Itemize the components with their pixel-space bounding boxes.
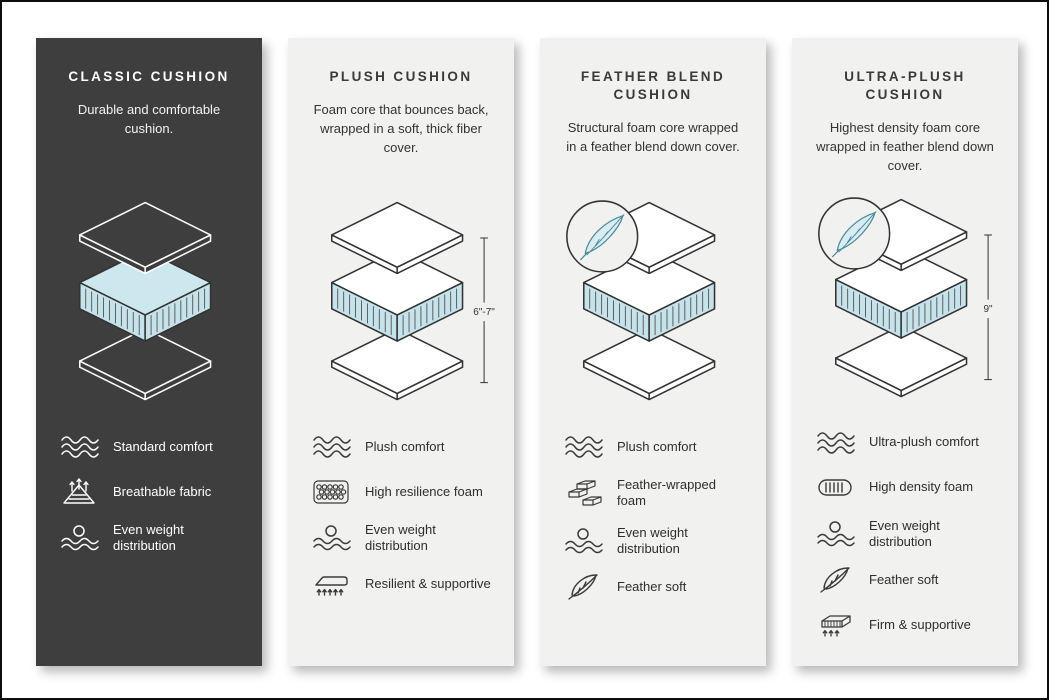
weight-distribution-icon bbox=[310, 523, 352, 553]
cushion-diagram bbox=[560, 182, 746, 414]
cushion-diagram: 9" bbox=[812, 181, 998, 410]
card-header: ULTRA-PLUSH CUSHION Highest density foam… bbox=[812, 68, 998, 181]
feature-label: Even weight distribution bbox=[617, 524, 688, 556]
feature-label: Even weight distribution bbox=[869, 517, 940, 549]
feature-label: Standard comfort bbox=[113, 438, 213, 454]
cushion-diagram: 6"-7" bbox=[308, 182, 495, 414]
feature-item: Feather soft bbox=[562, 572, 744, 602]
feather-badge-icon bbox=[566, 200, 639, 273]
feather-badge-icon bbox=[818, 197, 891, 270]
feature-item: Feather-wrapped foam bbox=[562, 477, 744, 510]
height-measurement-label: 9" bbox=[984, 304, 994, 315]
feature-item: Even weight distribution bbox=[310, 522, 492, 555]
card-description: Durable and comfortable cushion. bbox=[77, 102, 221, 137]
card-plush-cushion: PLUSH CUSHION Foam core that bounces bac… bbox=[288, 38, 514, 666]
feature-item: Even weight distribution bbox=[58, 522, 240, 555]
feature-label: Even weight distribution bbox=[365, 522, 436, 554]
card-description: Highest density foam core wrapped in fea… bbox=[816, 120, 994, 174]
breathable-fabric-icon bbox=[58, 477, 100, 507]
feature-item: Even weight distribution bbox=[562, 525, 744, 558]
waves-icon bbox=[814, 428, 856, 458]
card-description: Foam core that bounces back, wrapped in … bbox=[313, 102, 489, 155]
high-density-foam-icon bbox=[814, 473, 856, 503]
waves-icon bbox=[310, 432, 352, 462]
card-title: PLUSH CUSHION bbox=[329, 69, 473, 84]
cushion-layers-illustration bbox=[49, 190, 249, 406]
height-measure bbox=[984, 234, 992, 381]
feather-icon bbox=[562, 572, 604, 602]
weight-distribution-icon bbox=[562, 526, 604, 556]
card-header: FEATHER BLEND CUSHION Structural foam co… bbox=[560, 68, 746, 182]
feature-label: Feather-wrapped foam bbox=[617, 477, 716, 509]
feature-list: Plush comfort Feather-wrapped foam Even … bbox=[560, 432, 746, 602]
feature-label: Even weight distribution bbox=[113, 522, 184, 554]
cushion-diagram bbox=[56, 182, 242, 414]
waves-icon bbox=[58, 432, 100, 462]
feature-item: Firm & supportive bbox=[814, 610, 996, 640]
feature-item: Even weight distribution bbox=[814, 518, 996, 551]
feature-item: High resilience foam bbox=[310, 477, 492, 507]
feature-item: High density foam bbox=[814, 473, 996, 503]
height-measure bbox=[480, 237, 488, 384]
feature-label: Feather soft bbox=[617, 578, 687, 594]
resilient-icon bbox=[310, 570, 352, 600]
feature-item: Feather soft bbox=[814, 565, 996, 595]
cards-row: CLASSIC CUSHION Durable and comfortable … bbox=[36, 38, 1018, 666]
feature-item: Plush comfort bbox=[310, 432, 492, 462]
feature-item: Ultra-plush comfort bbox=[814, 428, 996, 458]
feature-label: Ultra-plush comfort bbox=[869, 434, 979, 450]
feature-label: Plush comfort bbox=[365, 438, 445, 454]
feature-label: Feather soft bbox=[869, 571, 939, 587]
feature-list: Standard comfort Breathable fabric Even … bbox=[56, 432, 242, 555]
feature-item: Breathable fabric bbox=[58, 477, 240, 507]
cushion-layers-illustration: 9" bbox=[818, 197, 994, 403]
weight-distribution-icon bbox=[58, 523, 100, 553]
feature-label: Firm & supportive bbox=[869, 616, 971, 632]
weight-distribution-icon bbox=[814, 519, 856, 549]
foam-bubbles-icon bbox=[310, 477, 352, 507]
waves-icon bbox=[562, 432, 604, 462]
card-title: CLASSIC CUSHION bbox=[68, 69, 230, 84]
card-title: FEATHER BLEND CUSHION bbox=[580, 69, 726, 103]
feature-label: Resilient & supportive bbox=[365, 576, 491, 592]
card-title: ULTRA-PLUSH CUSHION bbox=[844, 69, 966, 103]
card-classic-cushion: CLASSIC CUSHION Durable and comfortable … bbox=[36, 38, 262, 666]
cushion-layers-illustration: 6"-7" bbox=[301, 190, 495, 406]
card-header: PLUSH CUSHION Foam core that bounces bac… bbox=[308, 68, 494, 182]
card-description: Structural foam core wrapped in a feathe… bbox=[566, 120, 740, 155]
height-measurement-label: 6"-7" bbox=[473, 307, 495, 318]
firm-supportive-icon bbox=[814, 610, 856, 640]
feature-list: Ultra-plush comfort High density foam Ev… bbox=[812, 428, 998, 641]
card-feather-blend-cushion: FEATHER BLEND CUSHION Structural foam co… bbox=[540, 38, 766, 666]
feature-item: Resilient & supportive bbox=[310, 570, 492, 600]
feature-label: High density foam bbox=[869, 479, 974, 495]
feature-label: Plush comfort bbox=[617, 438, 697, 454]
card-header: CLASSIC CUSHION Durable and comfortable … bbox=[56, 68, 242, 182]
feather-wrapped-foam-icon bbox=[562, 478, 604, 508]
feature-label: Breathable fabric bbox=[113, 483, 212, 499]
feature-item: Standard comfort bbox=[58, 432, 240, 462]
feature-list: Plush comfort High resilience foam Even … bbox=[308, 432, 494, 600]
feature-label: High resilience foam bbox=[365, 483, 483, 499]
feature-item: Plush comfort bbox=[562, 432, 744, 462]
card-ultra-plush-cushion: ULTRA-PLUSH CUSHION Highest density foam… bbox=[792, 38, 1018, 666]
cushion-layers-illustration bbox=[566, 200, 753, 406]
feather-icon bbox=[814, 565, 856, 595]
